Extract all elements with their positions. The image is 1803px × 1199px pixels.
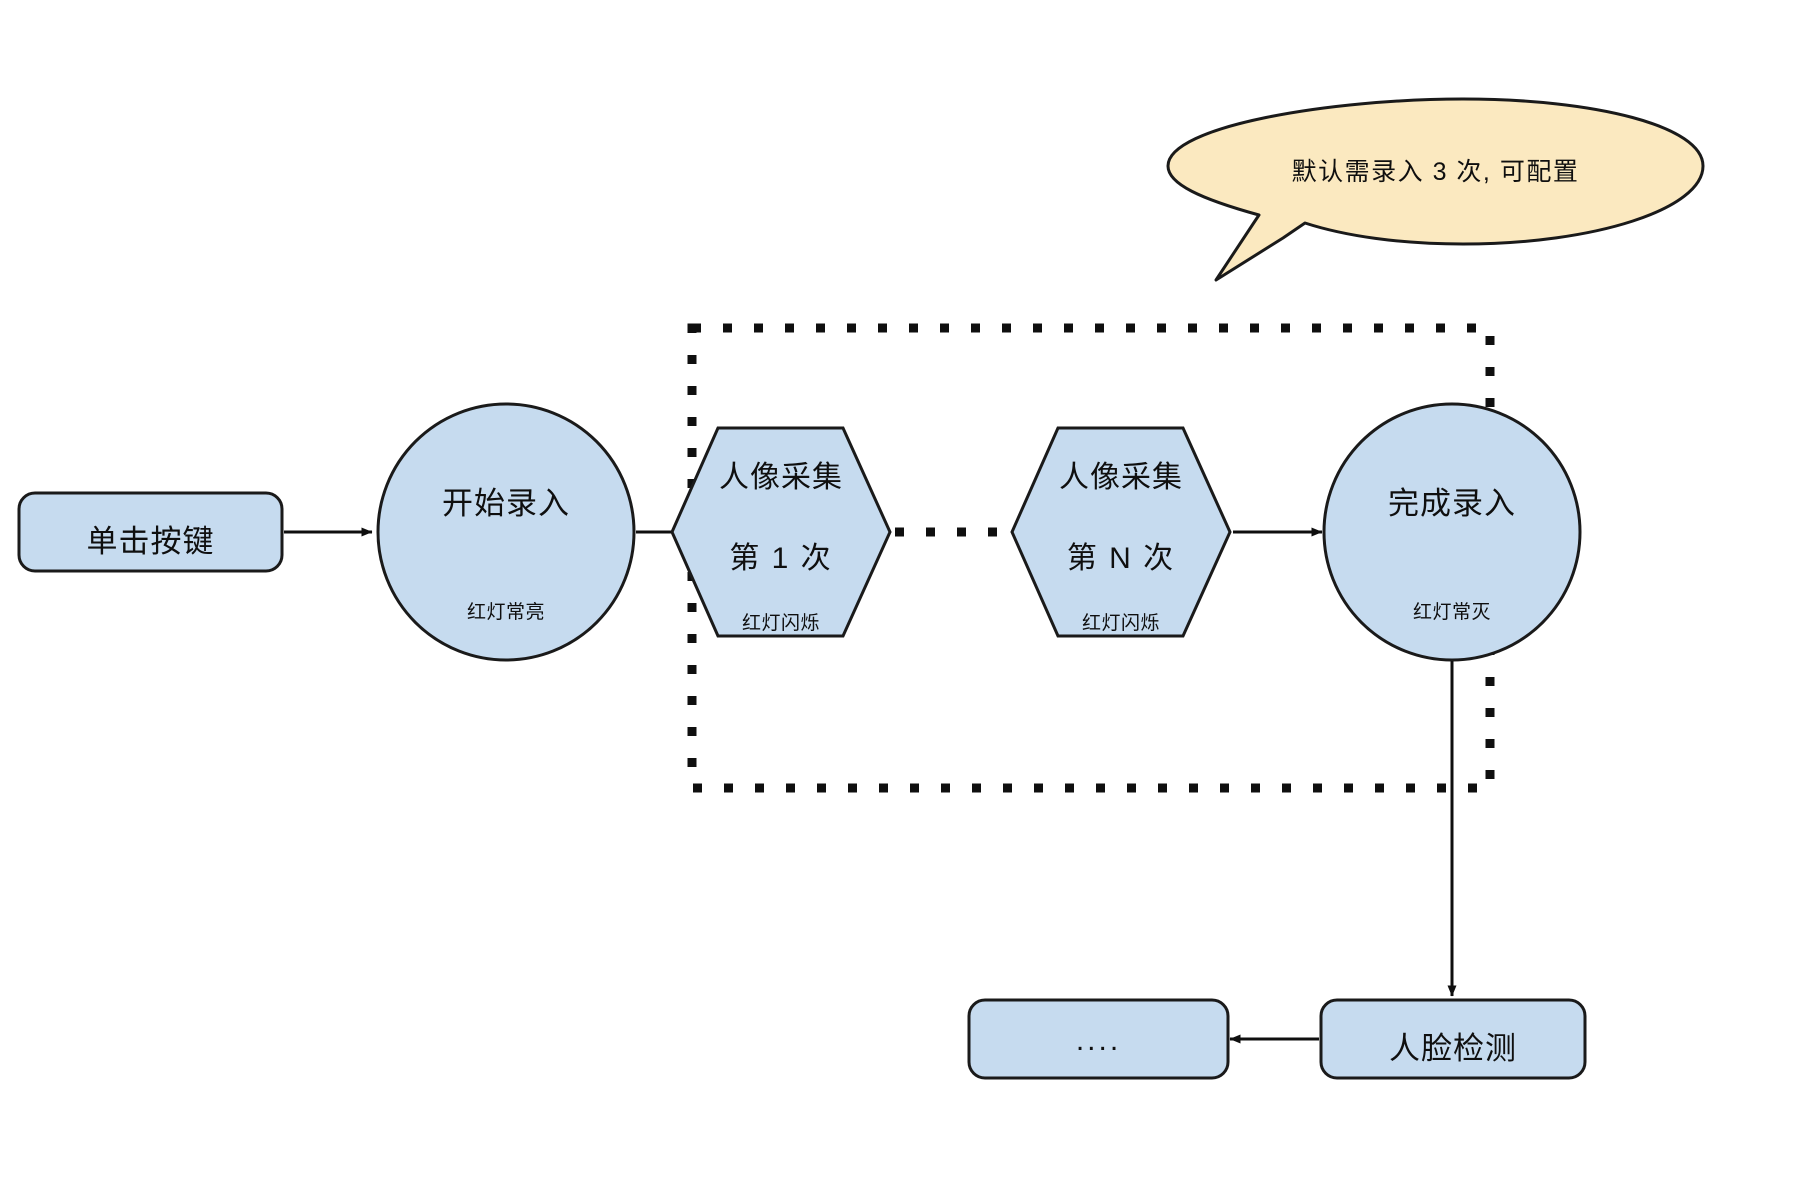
node-capture-first-shape[interactable] bbox=[670, 426, 892, 638]
node-click-key-shape[interactable] bbox=[17, 491, 284, 573]
node-finish-enroll-shape[interactable] bbox=[1322, 402, 1582, 662]
node-face-detect-shape[interactable] bbox=[1319, 998, 1587, 1080]
node-more-steps-shape[interactable] bbox=[967, 998, 1230, 1080]
node-capture-nth-shape[interactable] bbox=[1010, 426, 1232, 638]
callout-repeat-note-shape[interactable] bbox=[1166, 97, 1705, 282]
node-start-enroll-shape[interactable] bbox=[376, 402, 636, 662]
